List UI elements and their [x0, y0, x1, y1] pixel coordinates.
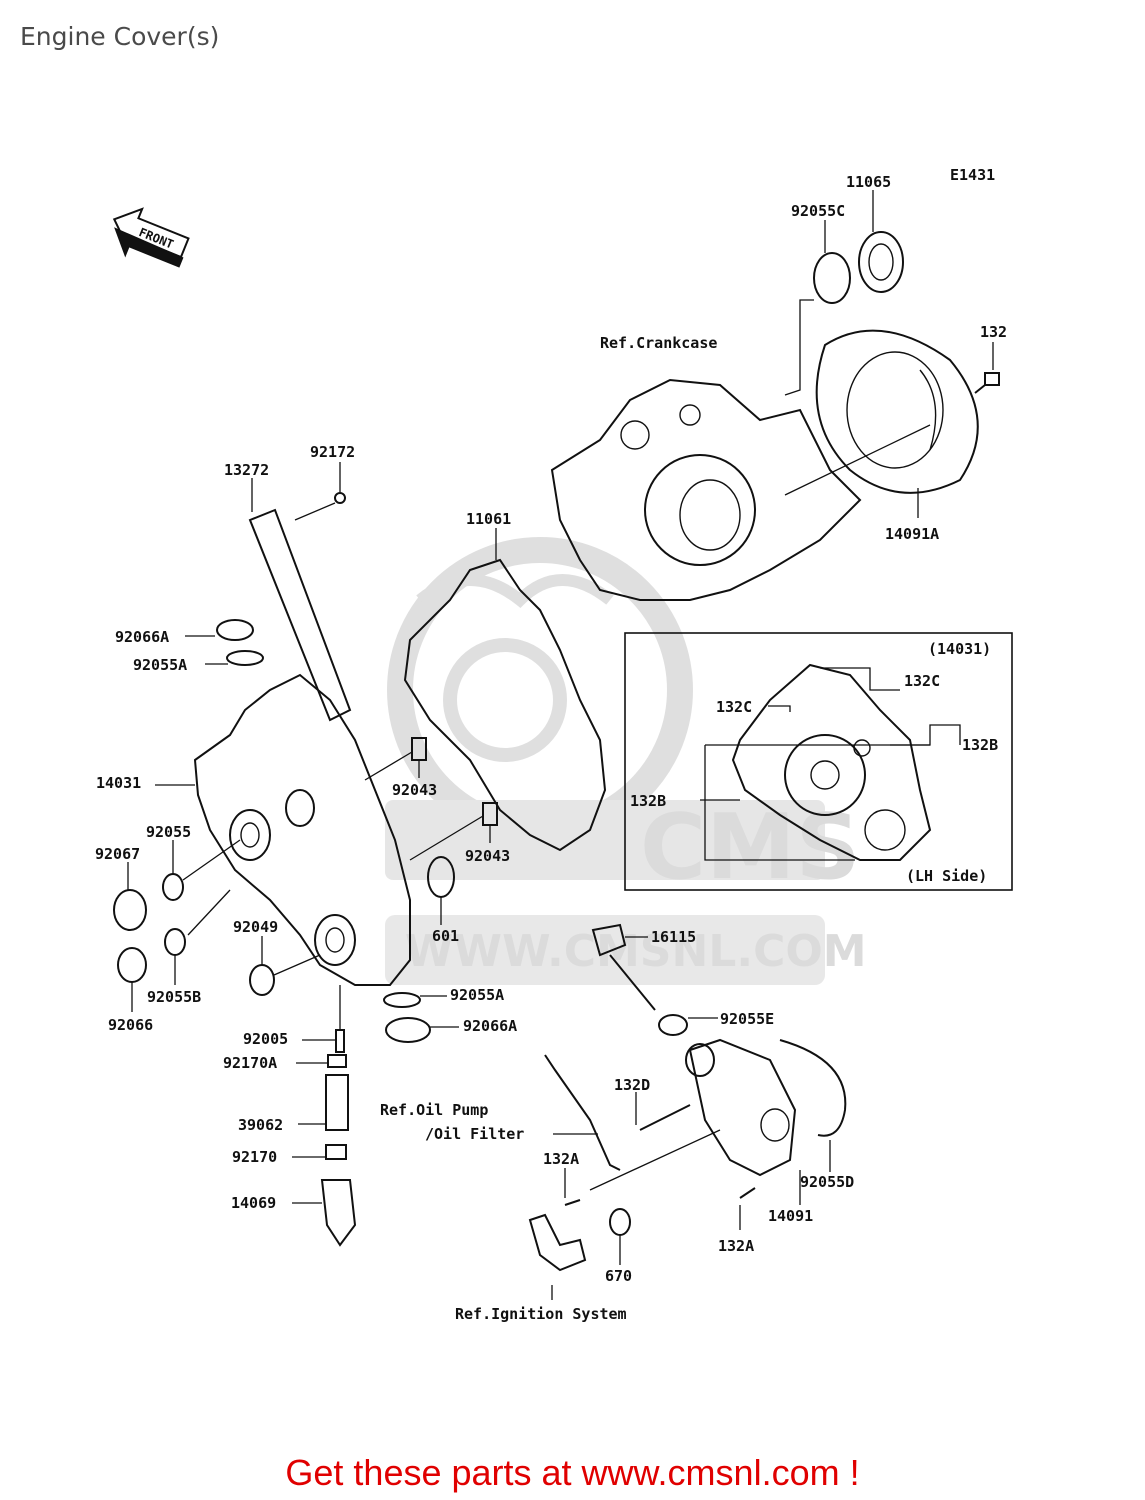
- engine-cover-14031: [193, 673, 411, 986]
- seal-92049-icon: [249, 964, 275, 996]
- bracket-13272: [248, 508, 352, 722]
- part-label: 13272: [224, 461, 269, 479]
- oil-seal-icon: [858, 231, 904, 293]
- part-label: 92043: [392, 781, 437, 799]
- part-label: 92055A: [133, 656, 187, 674]
- o-ring-92055a-icon: [226, 650, 264, 666]
- cover-plate-14091a: [815, 329, 979, 494]
- part-label: 92055: [146, 823, 191, 841]
- part-label: 92172: [310, 443, 355, 461]
- filter-cover-14091: [688, 1038, 797, 1177]
- part-label: 132A: [718, 1237, 754, 1255]
- part-label: 92043: [465, 847, 510, 865]
- part-label: 16115: [651, 928, 696, 946]
- o-ring-icon: [813, 252, 851, 304]
- crankcase-reference: [550, 378, 931, 601]
- part-label: 14031: [96, 774, 141, 792]
- part-label: 11061: [466, 510, 511, 528]
- ref-oil-pump: Ref.Oil Pump: [380, 1101, 488, 1119]
- part-label: 92055B: [147, 988, 201, 1006]
- o-ring-92055-icon: [162, 873, 184, 901]
- bolt-92172-icon: [334, 492, 346, 504]
- part-label: 39062: [238, 1116, 283, 1134]
- o-ring-92055e-icon: [658, 1014, 688, 1036]
- bolt-92170a-icon: [327, 1054, 347, 1068]
- part-label: 14091A: [885, 525, 939, 543]
- o-ring-670-icon: [609, 1208, 631, 1236]
- part-label: 92055E: [720, 1010, 774, 1028]
- ref-oil-filter: /Oil Filter: [425, 1125, 524, 1143]
- inset-title: (14031): [928, 640, 991, 658]
- part-label: 92066: [108, 1016, 153, 1034]
- watermark-url: WWW.CMSNL.COM: [405, 926, 867, 977]
- part-label: 92170A: [223, 1054, 277, 1072]
- part-label: 92049: [233, 918, 278, 936]
- plug-92066-icon: [117, 947, 147, 983]
- ref-ignition: Ref.Ignition System: [455, 1305, 627, 1323]
- part-label: 92055A: [450, 986, 504, 1004]
- part-label: 92055D: [800, 1173, 854, 1191]
- diagram-code: E1431: [950, 166, 995, 184]
- plug-92066a-icon: [216, 619, 254, 641]
- o-ring-92055b-icon: [164, 928, 186, 956]
- part-label: 14069: [231, 1194, 276, 1212]
- bolt-92170-icon: [325, 1144, 347, 1160]
- pipe-39062-icon: [325, 1074, 349, 1131]
- part-label: 132D: [614, 1076, 650, 1094]
- o-ring-92055d-icon: [779, 1039, 847, 1137]
- part-label: 92170: [232, 1148, 277, 1166]
- bolt-132d-icon: [639, 1104, 691, 1131]
- bolt-132a-b-icon: [739, 1187, 756, 1199]
- filter-14069-icon: [320, 1179, 357, 1247]
- inset-label-132c-a: 132C: [904, 672, 940, 690]
- footer-link[interactable]: Get these parts at www.cmsnl.com !: [285, 1452, 860, 1493]
- oil-pipe: [544, 1054, 621, 1171]
- part-label: 601: [432, 927, 459, 945]
- ref-crankcase: Ref.Crankcase: [600, 334, 717, 352]
- part-label: 92005: [243, 1030, 288, 1048]
- part-label: 11065: [846, 173, 891, 191]
- inset-lh-side: [624, 632, 1013, 891]
- plug-92066a-bottom-icon: [385, 1017, 431, 1043]
- part-label: 132: [980, 323, 1007, 341]
- watermark-brand: CMS: [640, 795, 860, 900]
- part-label: 92067: [95, 845, 140, 863]
- bolt-132-icon: [974, 372, 1000, 394]
- sensor-icon: [528, 1213, 587, 1272]
- inset-label-132b-b: 132B: [630, 792, 666, 810]
- part-label: 670: [605, 1267, 632, 1285]
- gasket-11061: [403, 558, 607, 852]
- part-label: 92066A: [463, 1017, 517, 1035]
- bolt-132a-icon: [564, 1199, 581, 1206]
- part-label: 132A: [543, 1150, 579, 1168]
- inset-label-132c-b: 132C: [716, 698, 752, 716]
- pin-92005-icon: [335, 1029, 345, 1053]
- plug-92067-icon: [113, 889, 147, 931]
- dipstick-16115-icon: [591, 923, 656, 1011]
- front-arrow-icon: FRONT: [112, 207, 190, 268]
- inset-label-132b-a: 132B: [962, 736, 998, 754]
- o-ring-92055a-bottom-icon: [383, 992, 421, 1008]
- inset-side: (LH Side): [906, 867, 987, 885]
- part-label: 92066A: [115, 628, 169, 646]
- part-label: 92055C: [791, 202, 845, 220]
- watermark: CMS WWW.CMSNL.COM: [385, 537, 867, 985]
- page-title: Engine Cover(s): [20, 22, 220, 51]
- part-label: 14091: [768, 1207, 813, 1225]
